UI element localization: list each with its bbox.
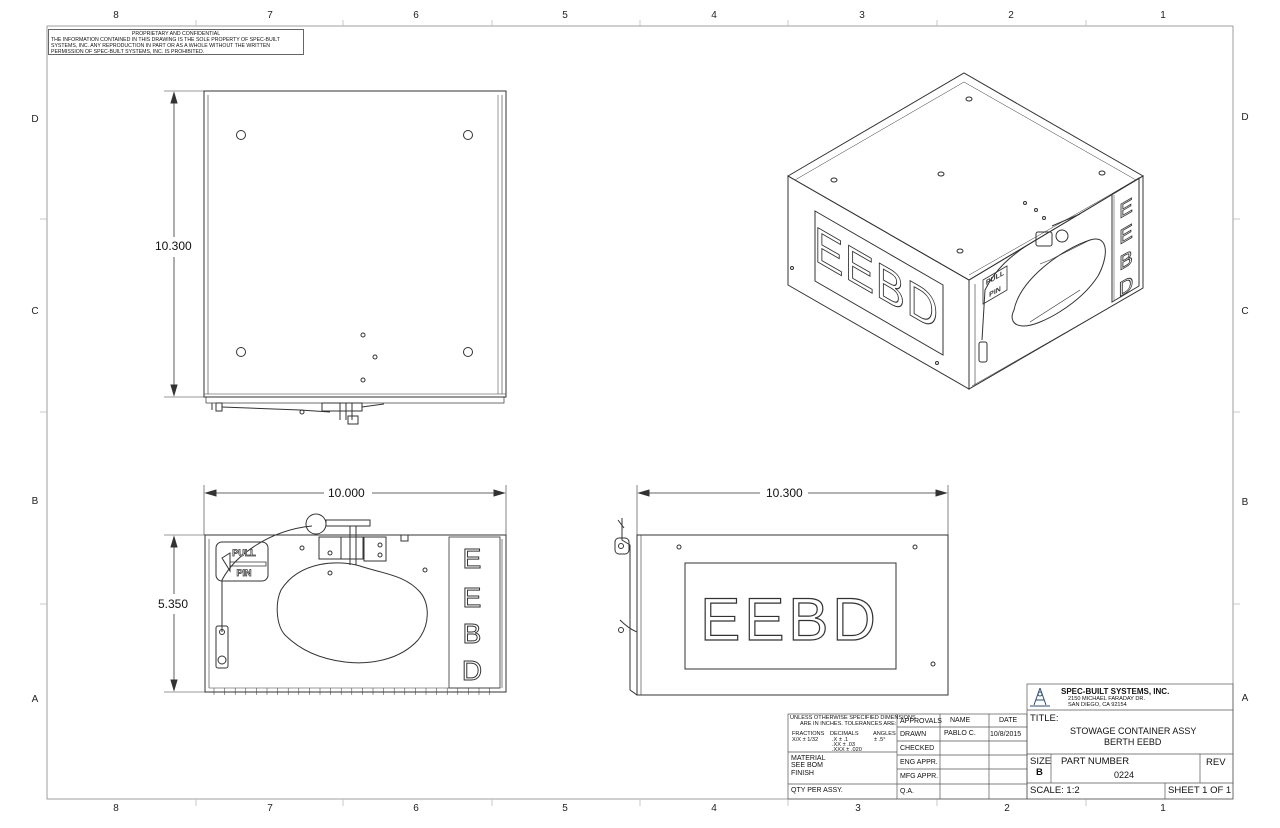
zone-row-a-left: A bbox=[31, 694, 39, 705]
zone-row-c-left: C bbox=[31, 306, 39, 317]
date-label: DATE bbox=[999, 717, 1018, 724]
zone-row-d-left: D bbox=[31, 114, 39, 125]
zone-row-b-right: B bbox=[1241, 497, 1249, 508]
front-view bbox=[164, 485, 507, 695]
drawing-title-1: STOWAGE CONTAINER ASSY bbox=[1070, 726, 1197, 736]
zone-col-1-bottom: 1 bbox=[1160, 803, 1166, 814]
decimals-xxx: .XXX ± .020 bbox=[832, 747, 862, 753]
side-view-eebd-label: EEBD bbox=[700, 586, 879, 653]
mfg-appr-label: MFG APPR. bbox=[900, 773, 939, 780]
qa-label: Q.A. bbox=[900, 788, 915, 795]
zone-col-1-top: 1 bbox=[1160, 10, 1166, 21]
front-letter-e1: E bbox=[463, 543, 482, 574]
company-address-1: 2150 MICHAEL FARADAY DR. bbox=[1068, 696, 1145, 702]
iso-letter-d: D bbox=[1119, 270, 1133, 302]
dim-top-view-height: 10.300 bbox=[153, 239, 194, 253]
zone-col-6-bottom: 6 bbox=[413, 803, 419, 814]
company-name: SPEC-BUILT SYSTEMS, INC. bbox=[1061, 687, 1170, 696]
size-value: B bbox=[1036, 767, 1043, 778]
checked-label: CHECKED bbox=[900, 745, 935, 752]
fractions-label: FRACTIONS bbox=[792, 731, 825, 737]
name-label: NAME bbox=[950, 717, 971, 724]
rev-label: REV bbox=[1206, 757, 1226, 768]
iso-letter-b: B bbox=[1119, 245, 1132, 276]
iso-letter-e1: E bbox=[1119, 193, 1132, 224]
notice-line-2: SYSTEMS, INC. ANY REPRODUCTION IN PART O… bbox=[51, 43, 271, 49]
zone-col-4-top: 4 bbox=[711, 10, 717, 21]
zone-row-a-right: A bbox=[1241, 693, 1249, 704]
zone-col-4-bottom: 4 bbox=[711, 803, 717, 814]
zone-row-b-left: B bbox=[31, 496, 39, 507]
drawn-label: DRAWN bbox=[900, 731, 927, 738]
zone-col-3-top: 3 bbox=[859, 10, 865, 21]
drawing-title-2: BERTH EEBD bbox=[1104, 737, 1162, 747]
top-view bbox=[164, 90, 507, 425]
zone-col-8-bottom: 8 bbox=[113, 803, 119, 814]
qty-label: QTY PER ASSY. bbox=[791, 787, 843, 794]
front-letter-e2: E bbox=[463, 582, 482, 613]
material-label: MATERIAL bbox=[791, 755, 826, 762]
fractions-value: X/X ± 1/32 bbox=[792, 737, 819, 743]
dim-side-width: 10.300 bbox=[764, 486, 805, 500]
zone-col-3-bottom: 3 bbox=[855, 803, 861, 814]
dim-front-width: 10.000 bbox=[326, 486, 367, 500]
scale-label: SCALE: 1:2 bbox=[1030, 785, 1080, 796]
zone-row-c-right: C bbox=[1241, 306, 1249, 317]
iso-pull-label: PULL bbox=[986, 268, 1005, 287]
zone-col-8-top: 8 bbox=[113, 10, 119, 21]
drawn-name: PABLO C. bbox=[944, 730, 976, 737]
company-address-2: SAN DIEGO, CA 92154 bbox=[1068, 702, 1127, 708]
front-pull-label: PULL bbox=[232, 548, 256, 558]
approvals-label: APPROVALS bbox=[900, 718, 942, 725]
dim-front-height: 5.350 bbox=[156, 597, 191, 611]
title-label: TITLE: bbox=[1030, 713, 1059, 724]
zone-col-7-bottom: 7 bbox=[267, 803, 273, 814]
zone-col-7-top: 7 bbox=[267, 10, 273, 21]
zone-col-2-top: 2 bbox=[1008, 10, 1014, 21]
angles-value: ± .5° bbox=[874, 737, 886, 743]
front-pin-label: PIN bbox=[236, 568, 251, 578]
part-number-value: 0224 bbox=[1114, 770, 1135, 780]
size-label: SIZE bbox=[1030, 756, 1052, 767]
decimals-xx: .XX ± .03 bbox=[832, 742, 855, 748]
decimals-x: .X ± .1 bbox=[832, 737, 849, 743]
front-letter-d: D bbox=[462, 655, 482, 686]
finish-label: FINISH bbox=[791, 770, 814, 777]
zone-row-d-right: D bbox=[1241, 112, 1249, 123]
notice-heading: PROPRIETARY AND CONFIDENTIAL bbox=[131, 31, 221, 37]
zone-col-5-top: 5 bbox=[562, 10, 568, 21]
proprietary-notice: PROPRIETARY AND CONFIDENTIAL THE INFORMA… bbox=[48, 29, 304, 55]
drawn-date: 10/8/2015 bbox=[990, 731, 1022, 738]
material-value: SEE BOM bbox=[791, 762, 823, 769]
iso-pin-label: PIN bbox=[989, 284, 1001, 299]
decimals-label: DECIMALS bbox=[830, 731, 859, 737]
eng-appr-label: ENG APPR. bbox=[900, 759, 938, 766]
side-view bbox=[614, 485, 949, 696]
iso-eebd-label: EEBD bbox=[814, 215, 939, 343]
notice-line-1: THE INFORMATION CONTAINED IN THIS DRAWIN… bbox=[51, 37, 280, 43]
tolerance-heading-2: ARE IN INCHES. TOLERANCES ARE: bbox=[800, 721, 897, 727]
notice-line-3: PERMISSION OF SPEC-BUILT SYSTEMS, INC. I… bbox=[51, 49, 205, 55]
company-logo bbox=[1030, 687, 1050, 707]
title-block-grid bbox=[787, 683, 1234, 800]
part-number-label: PART NUMBER bbox=[1061, 756, 1130, 767]
zone-col-2-bottom: 2 bbox=[1004, 803, 1010, 814]
angles-label: ANGLES bbox=[873, 731, 896, 737]
isometric-view bbox=[787, 72, 1144, 390]
zone-col-6-top: 6 bbox=[413, 10, 419, 21]
iso-letter-e2: E bbox=[1119, 219, 1132, 250]
zone-col-5-bottom: 5 bbox=[562, 803, 568, 814]
tolerance-heading-1: UNLESS OTHERWISE SPECIFIED DIMENSIONS bbox=[790, 715, 916, 721]
sheet-label: SHEET 1 OF 1 bbox=[1168, 785, 1232, 796]
front-letter-b: B bbox=[463, 618, 482, 649]
